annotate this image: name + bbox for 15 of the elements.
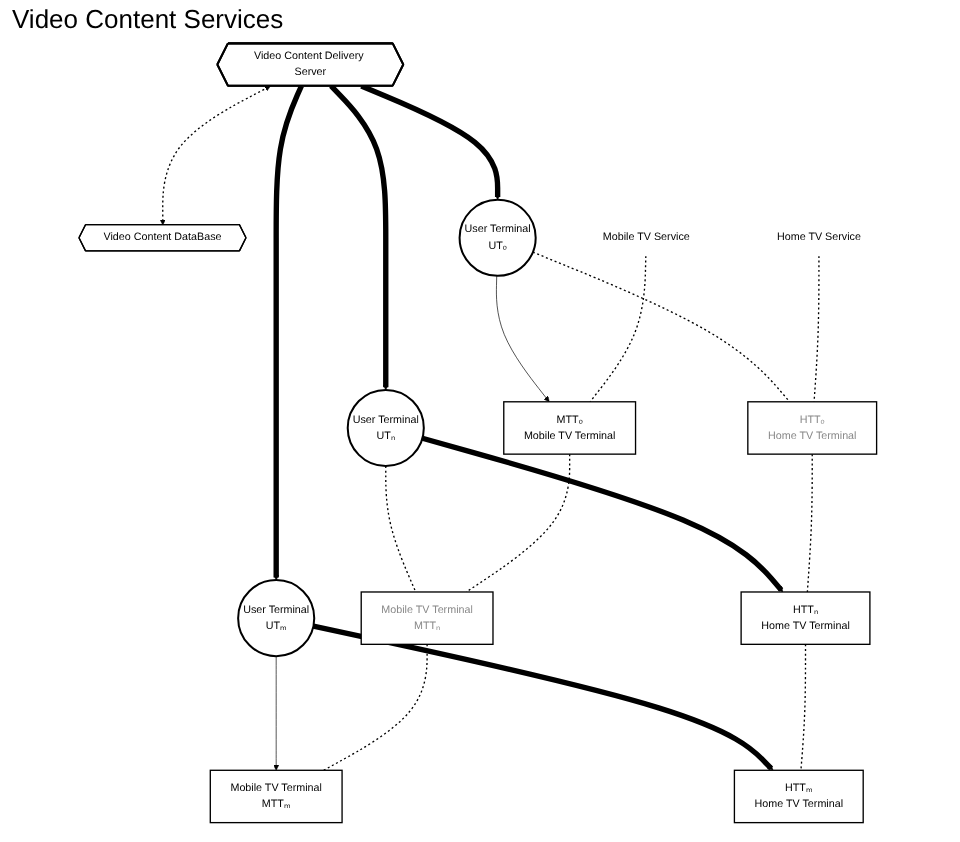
connector: [800, 643, 807, 771]
connector: [322, 643, 428, 771]
arrow: [421, 435, 784, 593]
arrow: [312, 623, 774, 771]
arrow: [159, 85, 271, 226]
connector: [532, 251, 791, 403]
connector: [813, 255, 820, 403]
group-caption: Video Content Services: [12, 4, 284, 34]
connector: [806, 453, 813, 593]
arrow: [360, 83, 501, 200]
connector: [589, 255, 647, 403]
arrow: [329, 84, 389, 391]
connector: [465, 453, 571, 593]
connector: [385, 465, 417, 593]
arrow: [273, 84, 304, 581]
